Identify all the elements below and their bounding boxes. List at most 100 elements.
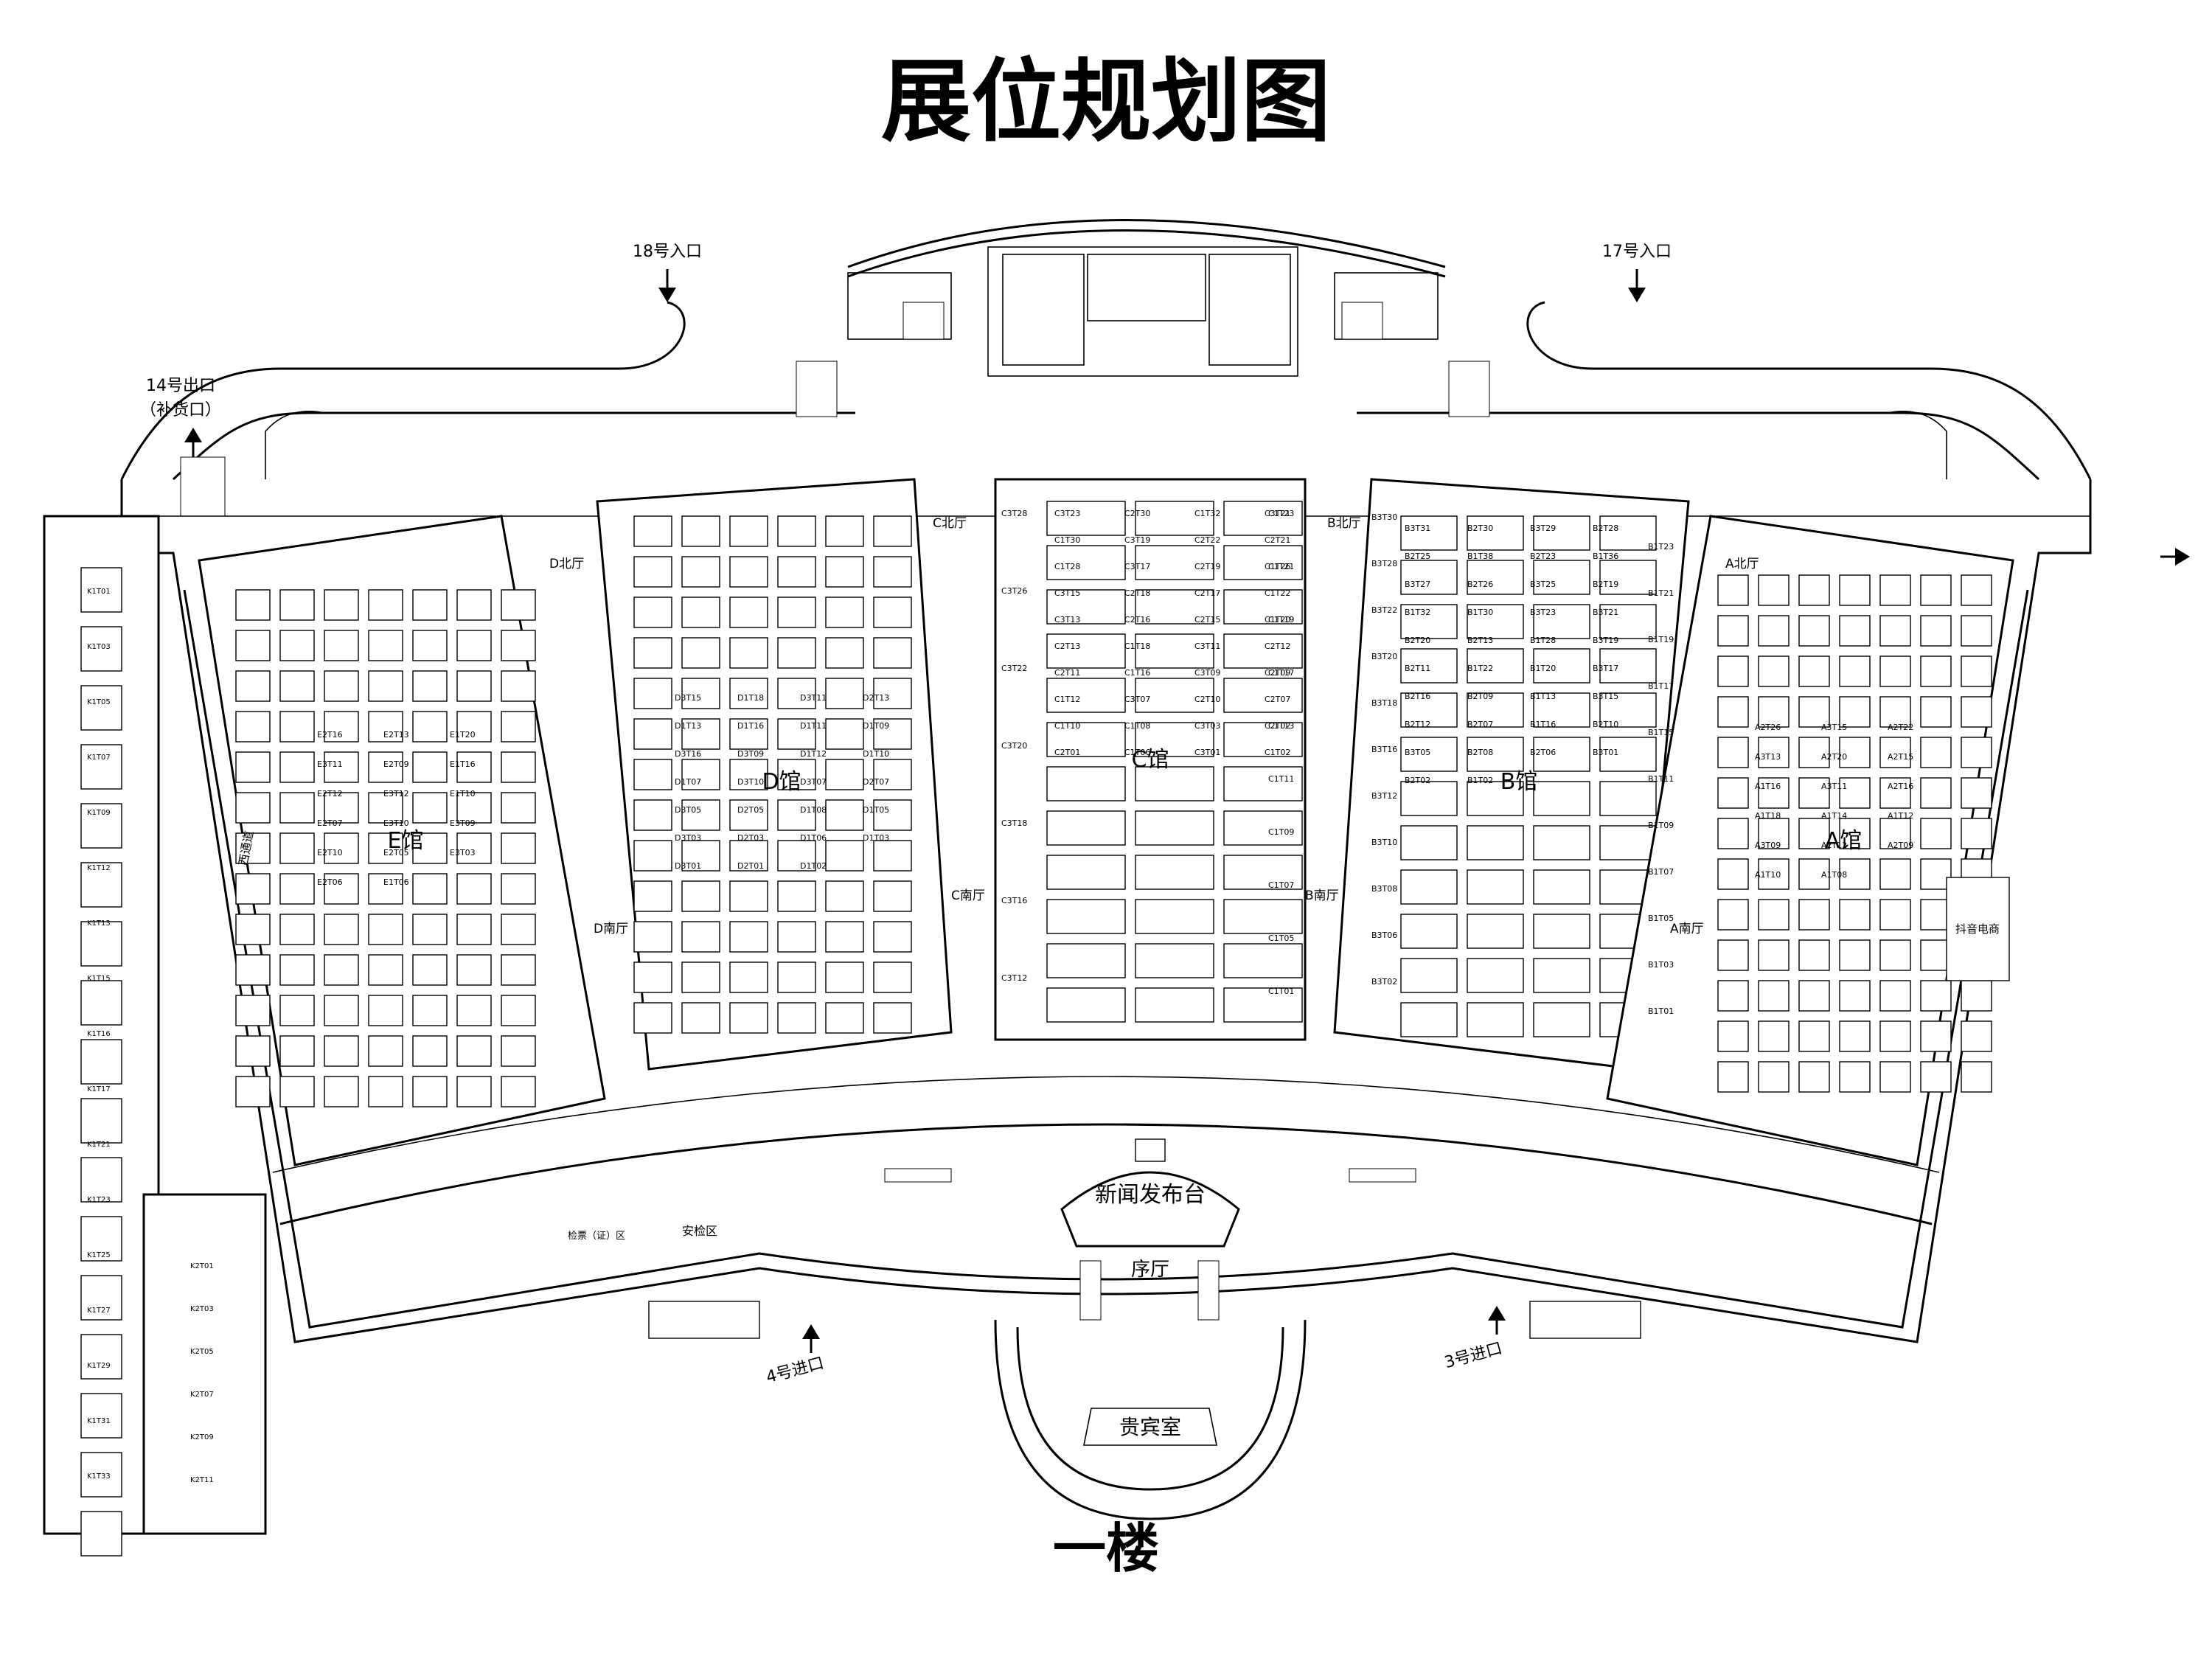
booth-label: D1T13 xyxy=(675,721,701,731)
booth-label: B3T27 xyxy=(1405,580,1430,589)
booth xyxy=(235,792,271,824)
booth xyxy=(1046,810,1126,846)
booth xyxy=(1717,858,1749,890)
booth xyxy=(1400,604,1458,639)
booth xyxy=(1839,939,1871,971)
booth xyxy=(633,799,672,831)
booth xyxy=(1135,589,1214,625)
booth xyxy=(1839,777,1871,809)
booth xyxy=(873,799,912,831)
booth xyxy=(1223,678,1303,713)
booth-label: B3T20 xyxy=(1371,652,1397,661)
booth xyxy=(412,873,448,905)
booth xyxy=(1961,777,1992,809)
booth xyxy=(1920,574,1952,606)
booth-label: B3T21 xyxy=(1593,608,1618,617)
booth xyxy=(501,630,536,661)
booth xyxy=(324,832,359,864)
booth xyxy=(412,792,448,824)
booth-label: C3T09 xyxy=(1194,668,1220,678)
booth xyxy=(1223,899,1303,934)
booth xyxy=(412,589,448,621)
booth xyxy=(1533,958,1590,993)
douyin-label: 抖音电商 xyxy=(1955,922,2000,936)
booth xyxy=(1223,766,1303,801)
booth xyxy=(501,832,536,864)
booth xyxy=(633,678,672,709)
booth xyxy=(1879,939,1911,971)
booth xyxy=(1798,1061,1830,1093)
booth xyxy=(1467,515,1524,551)
booth-label: B1T23 xyxy=(1648,542,1674,552)
booth-label: C3T16 xyxy=(1001,896,1027,905)
k-booth xyxy=(80,862,122,908)
booth xyxy=(1046,766,1126,801)
k-booth xyxy=(80,685,122,731)
douyin-area xyxy=(1946,877,2010,981)
exit-14-label: 14号出口 xyxy=(146,377,215,395)
booth-label: B1T19 xyxy=(1648,635,1674,644)
booth-label: C3T19 xyxy=(1124,535,1150,545)
k-booth xyxy=(80,1098,122,1144)
booth xyxy=(1758,818,1790,849)
booth xyxy=(1961,818,1992,849)
booth-label: C2T22 xyxy=(1194,535,1220,545)
booth xyxy=(1879,777,1911,809)
booth-label: B2T09 xyxy=(1467,692,1493,701)
booth xyxy=(279,751,315,783)
booth xyxy=(1920,939,1952,971)
booth xyxy=(1046,722,1126,757)
booth-label: B2T06 xyxy=(1530,748,1556,757)
k-booth xyxy=(80,803,122,849)
booth xyxy=(1758,980,1790,1012)
exit-14-sub: （补货口） xyxy=(140,401,221,420)
booth-label: B2T08 xyxy=(1467,748,1493,757)
booth xyxy=(1467,958,1524,993)
booth xyxy=(1533,1002,1590,1037)
booth xyxy=(412,670,448,702)
hall-e-label: E馆 xyxy=(388,828,424,854)
booth-label: C1T23 xyxy=(1268,509,1294,518)
booth-label: C1T16 xyxy=(1124,668,1150,678)
booth xyxy=(1400,648,1458,684)
booth xyxy=(1467,648,1524,684)
hall-c: C馆 xyxy=(994,478,1307,1041)
booth xyxy=(324,873,359,905)
booth xyxy=(368,832,403,864)
booth-label: C3T01 xyxy=(1194,748,1220,757)
booth-label: D1T09 xyxy=(863,721,889,731)
booth-label: C1T20 xyxy=(1265,615,1290,625)
booth xyxy=(1839,1061,1871,1093)
booth xyxy=(1798,696,1830,728)
booth xyxy=(501,995,536,1026)
booth xyxy=(1533,781,1590,816)
booth xyxy=(1046,633,1126,669)
booth-label: B3T16 xyxy=(1371,745,1397,754)
east-kiosk xyxy=(1529,1301,1641,1339)
booth-label: C3T07 xyxy=(1124,695,1150,704)
booth-label: C3T21 xyxy=(1265,509,1290,518)
vip-room: 贵宾室 xyxy=(994,1319,1307,1520)
booth xyxy=(681,678,720,709)
booth xyxy=(1223,943,1303,978)
booth-label: D1T02 xyxy=(800,861,827,871)
booth-label: C2T02 xyxy=(1265,721,1290,731)
b-south-label: B南厅 xyxy=(1305,888,1339,903)
booth-label: B2T02 xyxy=(1405,776,1430,785)
booth xyxy=(1717,737,1749,768)
booth xyxy=(1599,737,1657,772)
booth xyxy=(777,556,816,588)
booth xyxy=(235,630,271,661)
booth-label: E2T09 xyxy=(383,759,409,769)
booth xyxy=(1717,574,1749,606)
booth xyxy=(1758,939,1790,971)
booth-label: B3T01 xyxy=(1593,748,1618,757)
k-booth xyxy=(80,1393,122,1439)
booth xyxy=(1467,604,1524,639)
booth-label: B2T16 xyxy=(1405,692,1430,701)
booth xyxy=(279,832,315,864)
booth xyxy=(729,637,768,669)
booth xyxy=(1135,810,1214,846)
booth xyxy=(412,1035,448,1067)
booth-label: A1T14 xyxy=(1821,811,1847,821)
